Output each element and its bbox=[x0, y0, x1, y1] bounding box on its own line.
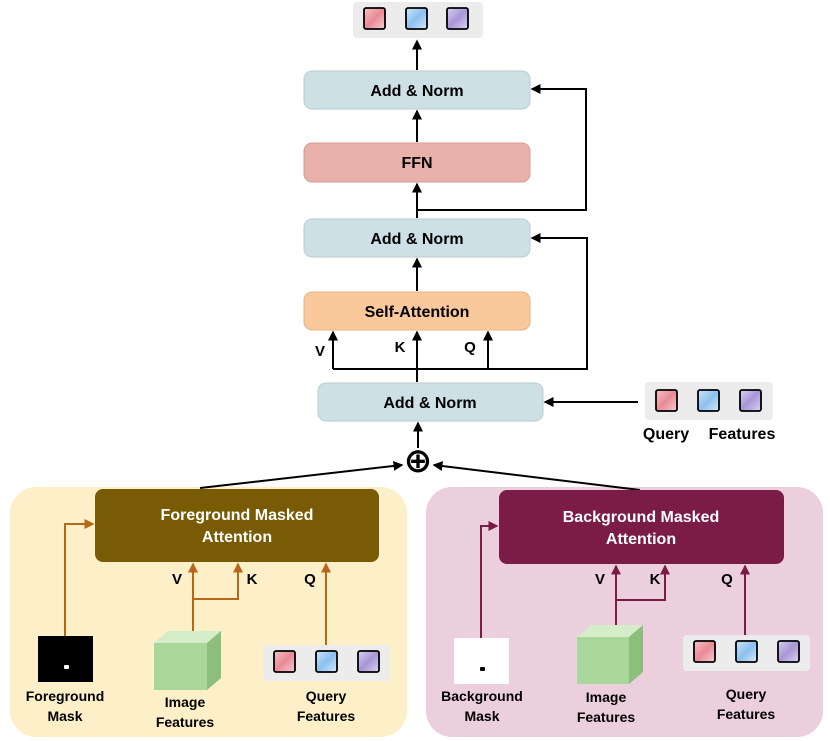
side-token-red bbox=[655, 389, 678, 412]
fg-v-label: V bbox=[172, 571, 182, 588]
bg-query-label-line1: Query bbox=[726, 686, 767, 702]
side-token-purple bbox=[739, 389, 762, 412]
background-mask-image bbox=[454, 638, 509, 684]
bg-image-features-cube-icon bbox=[577, 625, 643, 684]
add-norm-top-label: Add & Norm bbox=[370, 83, 463, 100]
fg-query-label-line1: Query bbox=[306, 688, 347, 704]
bg-q-label: Q bbox=[721, 571, 733, 588]
bg-token-red bbox=[693, 640, 716, 663]
side-token-blue bbox=[697, 389, 720, 412]
fg-image-features-cube-icon bbox=[154, 631, 221, 690]
bg-mask-label-line1: Background bbox=[441, 688, 523, 704]
fg-token-blue bbox=[315, 650, 338, 673]
fg-query-label-line2: Features bbox=[297, 708, 356, 724]
fg-token-red bbox=[273, 650, 296, 673]
ffn-label: FFN bbox=[401, 155, 432, 172]
add-norm-mid-label: Add & Norm bbox=[370, 231, 463, 248]
fg-k-label: K bbox=[247, 571, 258, 588]
output-query-tokens bbox=[353, 2, 483, 38]
add-norm-bottom-box: Add & Norm bbox=[317, 382, 544, 422]
self-attention-label: Self-Attention bbox=[365, 304, 470, 321]
bg-query-label-line2: Features bbox=[717, 706, 776, 722]
fg-mask-label-line1: Foreground bbox=[26, 688, 105, 704]
bg-token-blue bbox=[735, 640, 758, 663]
foreground-masked-attention-block: Foreground Masked Attention bbox=[95, 489, 379, 562]
sum-operator-icon: ⊕ bbox=[404, 442, 433, 480]
self-attention-box: Self-Attention bbox=[303, 291, 531, 331]
output-token-blue bbox=[405, 7, 428, 30]
bg-block-title-line1: Background Masked bbox=[563, 509, 719, 526]
add-norm-bottom-label: Add & Norm bbox=[383, 395, 476, 412]
side-query-tokens bbox=[645, 382, 773, 420]
bg-k-label: K bbox=[650, 571, 661, 588]
bg-image-label-line1: Image bbox=[586, 689, 627, 705]
fg-block-title-line1: Foreground Masked bbox=[161, 507, 314, 524]
fg-block-title-line2: Attention bbox=[202, 529, 272, 546]
side-query-label: Query bbox=[643, 426, 689, 443]
decoder-connectors bbox=[199, 39, 641, 491]
fg-image-label-line1: Image bbox=[165, 694, 206, 710]
ffn-box: FFN bbox=[303, 142, 531, 183]
output-token-purple bbox=[446, 7, 469, 30]
self-attn-k-label: K bbox=[395, 339, 406, 356]
bg-query-tokens bbox=[683, 635, 810, 671]
bg-mask-label-line2: Mask bbox=[464, 708, 499, 724]
bg-v-label: V bbox=[595, 571, 605, 588]
side-features-label: Features bbox=[709, 426, 776, 443]
fg-image-label-line2: Features bbox=[156, 714, 215, 730]
fg-query-tokens bbox=[263, 645, 390, 681]
fg-q-label: Q bbox=[304, 571, 316, 588]
fg-token-purple bbox=[357, 650, 380, 673]
foreground-mask-image bbox=[38, 636, 93, 682]
bg-image-label-line2: Features bbox=[577, 709, 636, 725]
add-norm-top-box: Add & Norm bbox=[303, 70, 531, 110]
background-masked-attention-block: Background Masked Attention bbox=[499, 490, 784, 564]
bg-connectors bbox=[480, 521, 750, 638]
add-norm-mid-box: Add & Norm bbox=[303, 218, 531, 258]
bg-block-title-line2: Attention bbox=[606, 531, 676, 548]
self-attn-v-label: V bbox=[315, 343, 325, 360]
bg-token-purple bbox=[777, 640, 800, 663]
self-attn-q-label: Q bbox=[464, 339, 476, 356]
fg-connectors bbox=[64, 519, 331, 645]
fg-mask-label-line2: Mask bbox=[47, 708, 82, 724]
output-token-red bbox=[363, 7, 386, 30]
